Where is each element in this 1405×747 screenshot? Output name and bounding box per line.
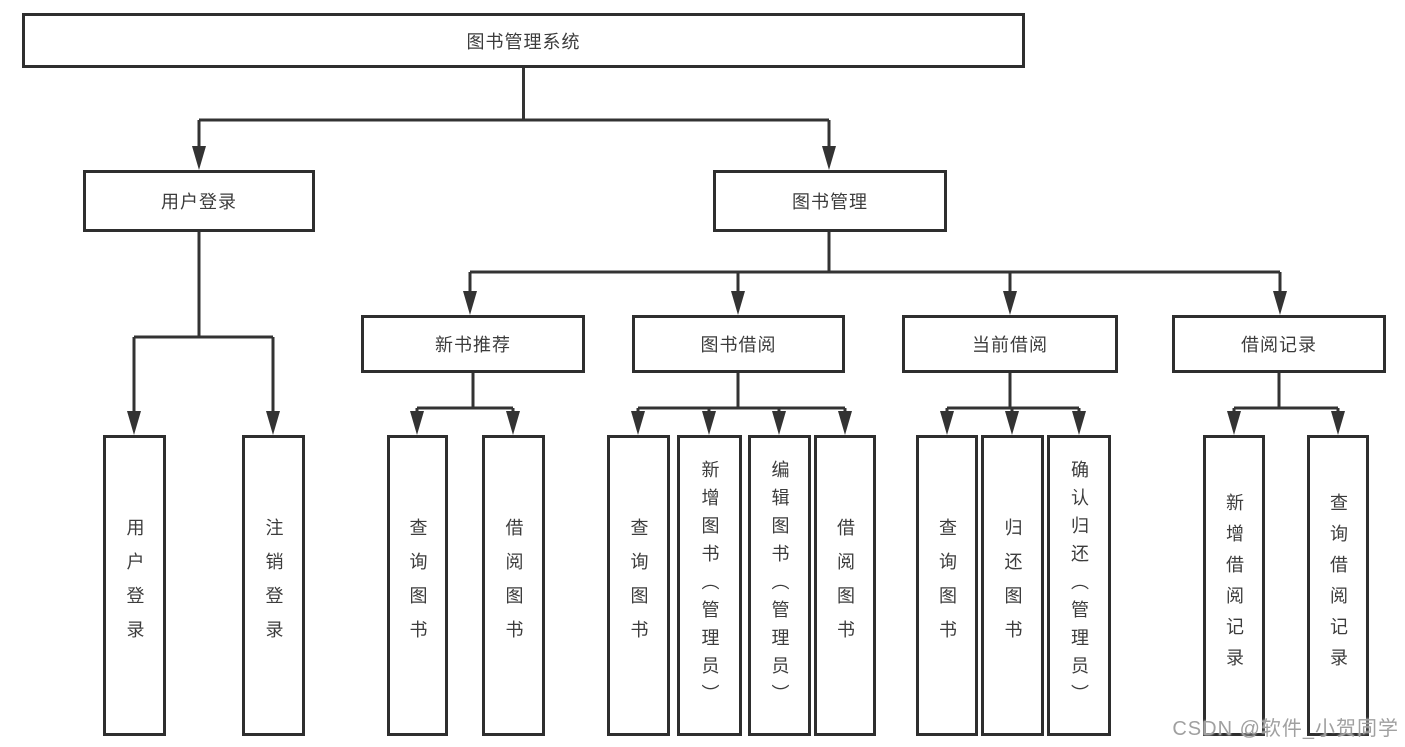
leaf-borrow-books-1-label: 借阅图书 (503, 517, 524, 654)
leaf-return-books: 归还图书 (981, 435, 1044, 736)
arrow-down-icon (463, 291, 477, 315)
arrow-down-icon (1331, 411, 1345, 435)
leaf-query-books-3-label: 查询图书 (937, 517, 957, 654)
leaf-edit-books-admin-label: 编辑图书（管理员） (769, 459, 790, 712)
node-book-management-label: 图书管理 (792, 192, 868, 212)
node-current-borrow: 当前借阅 (902, 315, 1118, 373)
arrow-down-icon (1005, 411, 1019, 435)
leaf-logout-label: 注销登录 (263, 517, 284, 654)
arrow-down-icon (506, 411, 520, 435)
node-new-book-recommend-label: 新书推荐 (435, 335, 511, 355)
arrow-down-icon (192, 146, 206, 170)
node-root-label: 图书管理系统 (466, 31, 581, 52)
arrow-down-icon (1227, 411, 1241, 435)
arrow-down-icon (838, 411, 852, 435)
arrow-down-icon (1072, 411, 1086, 435)
leaf-borrow-books-1: 借阅图书 (482, 435, 545, 736)
leaf-edit-books-admin: 编辑图书（管理员） (748, 435, 811, 736)
leaf-query-books-2: 查询图书 (607, 435, 670, 736)
leaf-confirm-return-admin-label: 确认归还（管理员） (1069, 459, 1089, 712)
leaf-query-books-2-label: 查询图书 (628, 517, 649, 654)
leaf-add-books-admin: 新增图书（管理员） (677, 435, 742, 736)
leaf-user-login: 用户登录 (103, 435, 166, 736)
leaf-logout: 注销登录 (242, 435, 305, 736)
leaf-add-books-admin-label: 新增图书（管理员） (699, 459, 720, 712)
arrow-down-icon (940, 411, 954, 435)
node-current-borrow-label: 当前借阅 (972, 335, 1048, 355)
arrow-down-icon (631, 411, 645, 435)
leaf-add-borrow-record-label: 新增借阅记录 (1224, 492, 1244, 679)
leaf-query-books-1: 查询图书 (387, 435, 448, 736)
node-user-login-label: 用户登录 (161, 192, 237, 212)
node-borrow-records-label: 借阅记录 (1241, 335, 1317, 355)
node-borrow-records: 借阅记录 (1172, 315, 1386, 373)
leaf-query-borrow-record-label: 查询借阅记录 (1328, 492, 1348, 679)
arrow-down-icon (822, 146, 836, 170)
arrow-down-icon (1273, 291, 1287, 315)
node-root: 图书管理系统 (22, 13, 1025, 68)
arrow-down-icon (127, 411, 141, 435)
arrow-down-icon (1003, 291, 1017, 315)
node-new-book-recommend: 新书推荐 (361, 315, 585, 373)
node-book-borrow-label: 图书借阅 (700, 335, 777, 355)
arrow-down-icon (266, 411, 280, 435)
leaf-query-borrow-record: 查询借阅记录 (1307, 435, 1369, 736)
leaf-query-books-1-label: 查询图书 (407, 517, 428, 654)
watermark: CSDN @软件_小贺同学 (1172, 718, 1399, 740)
arrow-down-icon (731, 291, 745, 315)
node-book-management: 图书管理 (713, 170, 947, 232)
arrow-down-icon (702, 411, 716, 435)
leaf-confirm-return-admin: 确认归还（管理员） (1047, 435, 1111, 736)
arrow-down-icon (772, 411, 786, 435)
node-user-login: 用户登录 (83, 170, 315, 232)
arrow-down-icon (410, 411, 424, 435)
leaf-borrow-books-2: 借阅图书 (814, 435, 876, 736)
leaf-borrow-books-2-label: 借阅图书 (835, 517, 855, 654)
leaf-add-borrow-record: 新增借阅记录 (1203, 435, 1265, 736)
node-book-borrow: 图书借阅 (632, 315, 845, 373)
leaf-return-books-label: 归还图书 (1002, 517, 1023, 654)
leaf-user-login-label: 用户登录 (124, 517, 145, 654)
leaf-query-books-3: 查询图书 (916, 435, 978, 736)
arrow-down-icons (127, 146, 1345, 435)
